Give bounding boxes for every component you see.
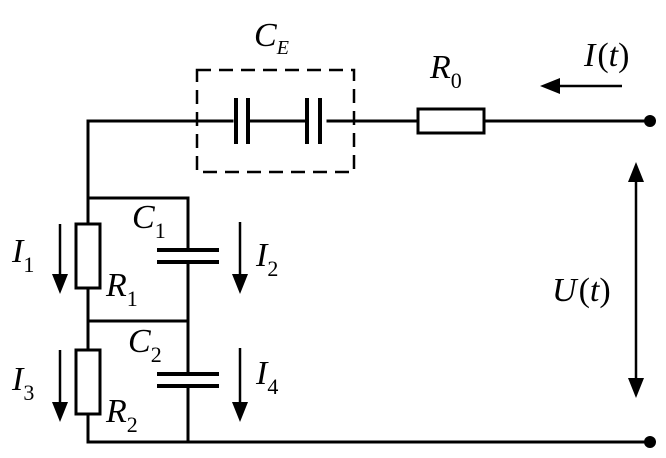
r0-resistor: [416, 107, 486, 135]
voltage-ut-arrow: [628, 162, 644, 398]
i3-label: I3: [11, 361, 34, 405]
c1-capacitor: [157, 248, 219, 264]
current-it-arrow: [540, 78, 622, 94]
c2-label: C2: [128, 323, 162, 367]
top-terminal: [644, 115, 656, 127]
r0-label: R0: [429, 49, 462, 93]
ce-dashed-box: [195, 68, 356, 174]
i1-label: I1: [11, 233, 34, 277]
i2-label: I2: [255, 237, 278, 281]
rc-ladder: [74, 196, 652, 444]
i2-arrow: [232, 222, 248, 294]
r1-label: R1: [105, 267, 138, 311]
r2-label: R2: [105, 393, 138, 437]
it-label: I(t): [583, 37, 629, 74]
r2-resistor: [74, 348, 102, 416]
c1-label: C1: [132, 199, 166, 243]
ce-capacitor: [234, 98, 322, 144]
i4-arrow: [232, 348, 248, 422]
i3-arrow: [52, 350, 68, 422]
ce-label: CE: [254, 17, 289, 59]
r1-resistor: [74, 222, 102, 290]
i1-arrow: [52, 224, 68, 294]
ut-label: U(t): [552, 272, 611, 309]
c2-capacitor: [157, 372, 219, 388]
i4-label: I4: [255, 355, 278, 399]
